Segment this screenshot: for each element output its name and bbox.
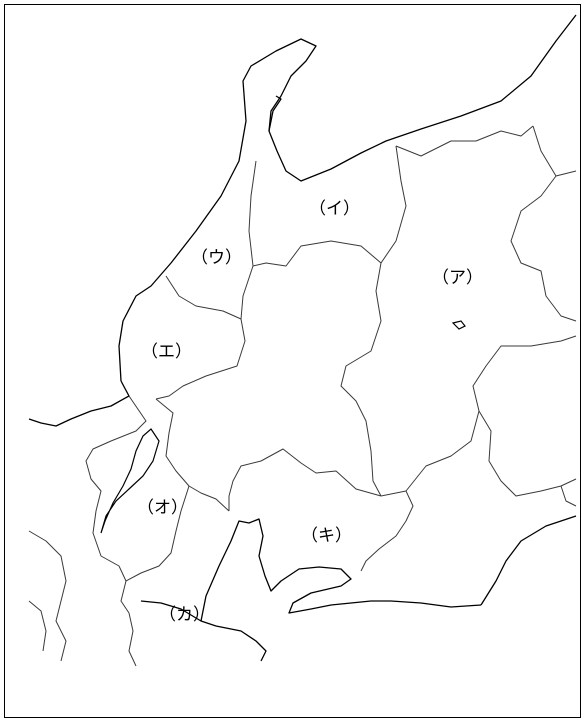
label-u: （ウ） xyxy=(191,248,242,268)
lake-suwa xyxy=(451,320,466,330)
border-gifu-aichi xyxy=(228,448,382,511)
border-ishikawa-fukui xyxy=(165,275,242,320)
border-osaka-nara xyxy=(28,600,47,652)
map-frame: （ア） （イ） （ウ） （エ） （オ） （カ） （キ） xyxy=(4,4,581,718)
border-gunma-east xyxy=(555,170,577,177)
map-drawing xyxy=(28,14,577,667)
coastline-north xyxy=(118,14,577,382)
label-a: （ア） xyxy=(432,268,483,288)
border-gifu-nagano xyxy=(340,262,382,497)
label-ka: （カ） xyxy=(159,605,210,625)
label-ki: （キ） xyxy=(301,526,352,546)
coastline-toyama-bay xyxy=(268,95,282,132)
border-nagano-yamanashi xyxy=(405,335,577,492)
coastline-kii xyxy=(140,600,267,662)
coastline-pacific xyxy=(200,518,482,622)
border-gifu-shiga xyxy=(155,398,230,512)
border-yamanashi-shizuoka xyxy=(478,410,577,497)
border-shiga-fukui-kyoto xyxy=(85,395,147,614)
label-i: （イ） xyxy=(309,199,360,219)
border-toyama-gifu xyxy=(252,240,382,267)
border-west-kyoto xyxy=(28,530,67,662)
label-e: （エ） xyxy=(141,342,192,362)
coastline-wakasa xyxy=(28,380,130,427)
border-shizuoka-east xyxy=(560,485,577,507)
border-nagano-gunma xyxy=(510,125,577,322)
border-nagano-niigata xyxy=(395,125,534,157)
border-nagano-shizuoka xyxy=(360,490,414,572)
border-fukui-gifu xyxy=(155,318,246,400)
coastline-izu xyxy=(480,515,577,606)
border-shiga-mie xyxy=(125,485,190,582)
border-toyama-nagano xyxy=(380,145,407,264)
border-ishikawa-toyama xyxy=(240,160,257,320)
border-kii-inner xyxy=(128,612,137,667)
lake-biwa xyxy=(100,428,160,534)
label-o: （オ） xyxy=(137,498,188,518)
